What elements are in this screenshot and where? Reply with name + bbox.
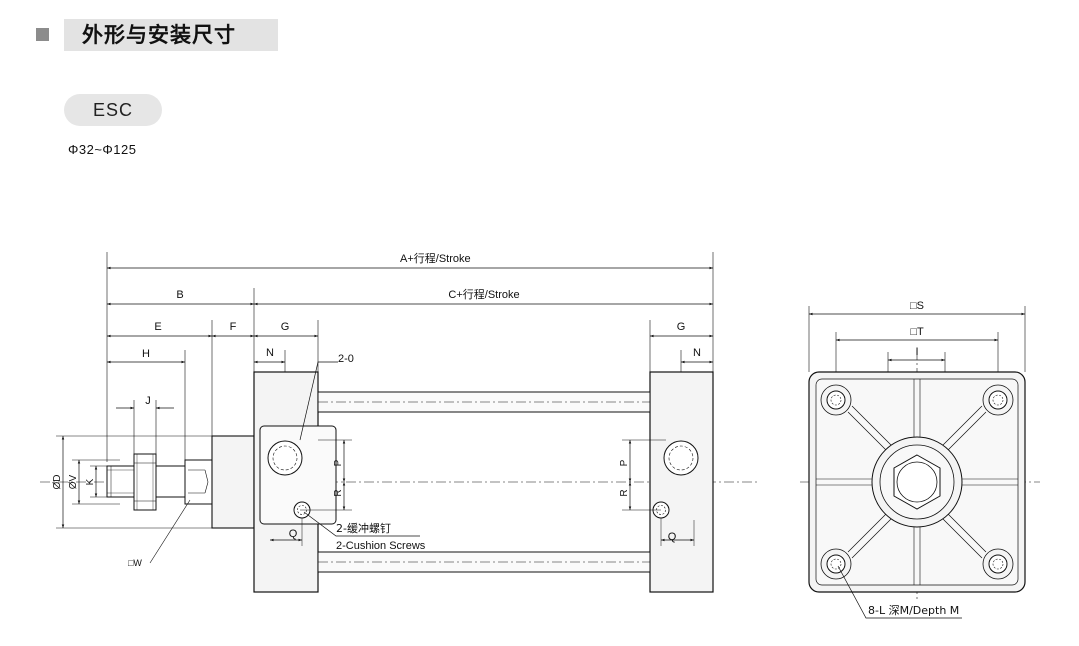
dim-j-label: J bbox=[145, 395, 151, 407]
dim-n-left-label: N bbox=[266, 347, 274, 359]
dim-a-label: A+行程/Stroke bbox=[400, 252, 471, 265]
dim-p-left-label: P bbox=[333, 459, 344, 466]
dim-v-label: ØV bbox=[68, 474, 79, 489]
dim-r-left-label: R bbox=[333, 489, 344, 496]
dim-r-right-label: R bbox=[619, 489, 630, 496]
cushion-screws-cn-label: 2-缓冲螺钉 bbox=[336, 521, 391, 535]
cushion-screws-en-label: 2-Cushion Screws bbox=[336, 540, 426, 552]
dim-t-label: □T bbox=[910, 326, 924, 338]
model-badge: ESC bbox=[64, 94, 162, 126]
dim-s-label: □S bbox=[910, 300, 924, 312]
side-view bbox=[40, 252, 760, 593]
dim-g-right-label: G bbox=[677, 321, 686, 333]
section-title: 外形与安装尺寸 bbox=[64, 19, 278, 51]
dim-e-label: E bbox=[154, 321, 161, 333]
dim-g-left-label: G bbox=[281, 321, 290, 333]
dim-c-label: C+行程/Stroke bbox=[448, 288, 519, 301]
bore-range: Φ32~Φ125 bbox=[68, 142, 137, 157]
port-label: 2-0 bbox=[338, 353, 354, 365]
dim-i-label: I bbox=[915, 346, 918, 358]
end-view bbox=[800, 306, 1040, 619]
dim-d-label: ØD bbox=[52, 475, 63, 490]
dim-f-label: F bbox=[230, 321, 237, 333]
holes-depth-label: 8-L 深M/Depth M bbox=[868, 604, 959, 617]
dim-q-left-label: Q bbox=[289, 528, 298, 540]
dim-h-label: H bbox=[142, 348, 150, 360]
dim-q-right-label: Q bbox=[668, 531, 677, 543]
dim-n-right-label: N bbox=[693, 347, 701, 359]
wrench-size-label: □W bbox=[128, 558, 142, 568]
dim-k-label: K bbox=[85, 478, 96, 485]
dim-b-label: B bbox=[176, 289, 183, 301]
header-square-icon bbox=[36, 28, 49, 41]
dim-p-right-label: P bbox=[619, 459, 630, 466]
